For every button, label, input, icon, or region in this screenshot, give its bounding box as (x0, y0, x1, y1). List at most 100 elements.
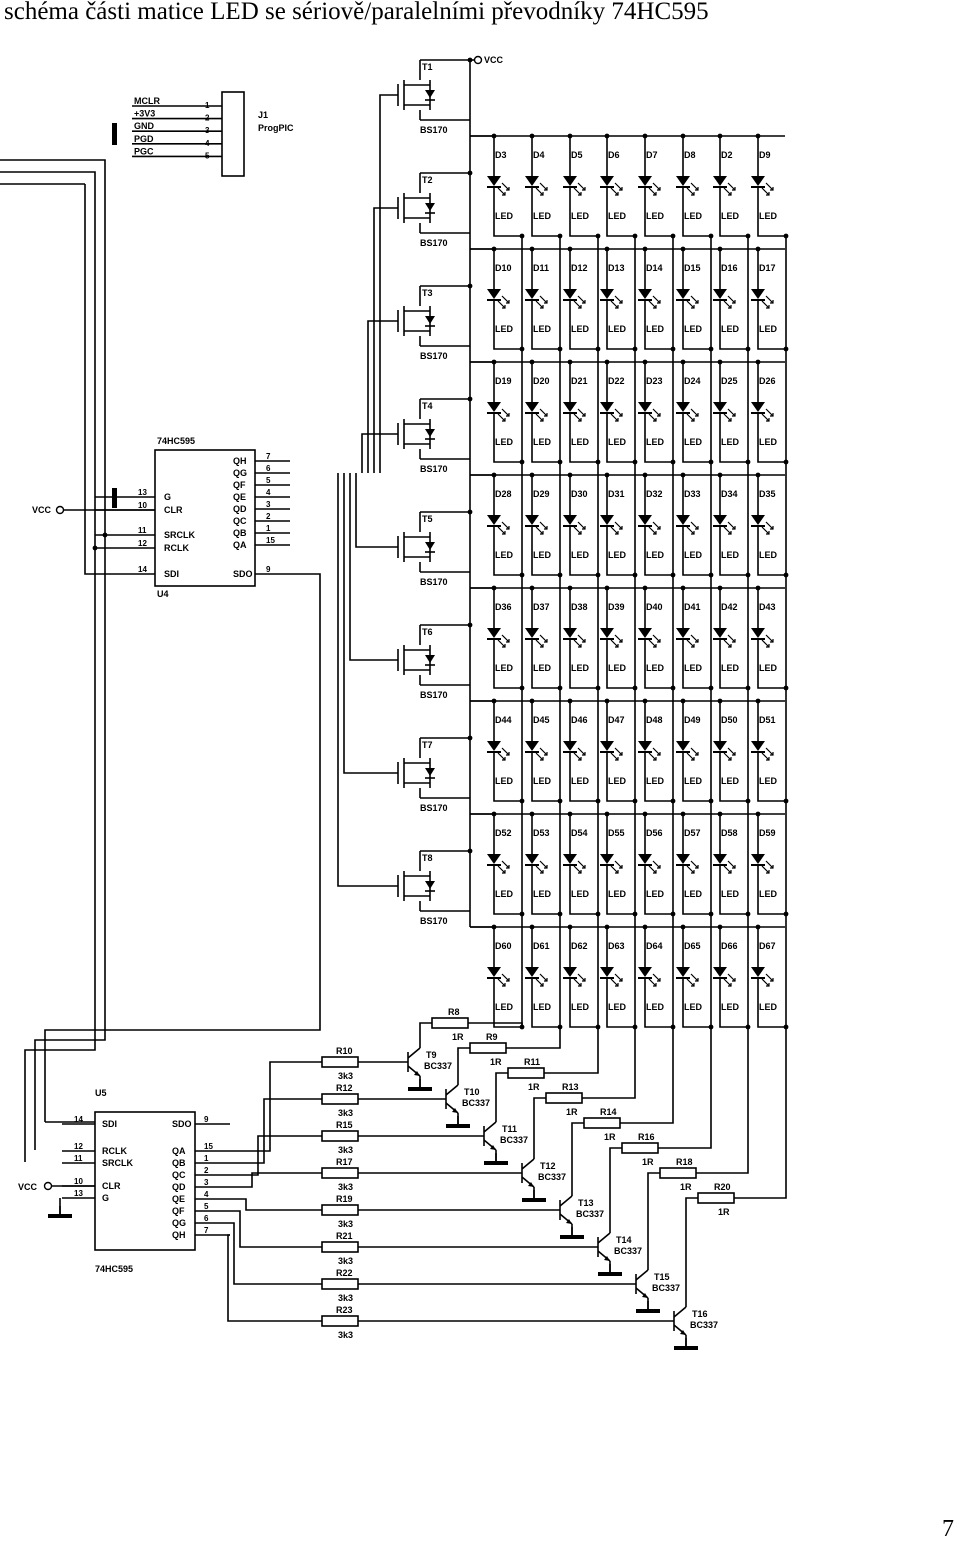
led-diode-icon (713, 967, 727, 977)
led-light-arrows-icon (723, 295, 736, 309)
ic-pin-number: 2 (204, 1166, 209, 1175)
junction-dot (604, 698, 610, 704)
ic-pin-name: QF (172, 1206, 185, 1216)
led-type-label: LED (646, 550, 665, 560)
led-cathode-lead (757, 188, 786, 237)
led-type-label: LED (684, 437, 703, 447)
junction-dot (491, 811, 497, 817)
junction-dot (670, 1024, 676, 1030)
junction-dot (745, 798, 751, 804)
led-ref-label: D57 (684, 828, 701, 838)
mosfet-body-diode-icon (425, 768, 435, 776)
ground-symbol (484, 1161, 508, 1165)
led-cathode-bar (676, 525, 690, 527)
led-type-label: LED (759, 550, 778, 560)
mosfet-body-diode-icon (425, 542, 435, 550)
junction-dot (595, 459, 601, 465)
junction-dot (567, 472, 573, 478)
gnd-bar-icon (112, 123, 117, 145)
led-light-arrows-icon (497, 634, 510, 648)
led-type-label: LED (571, 324, 590, 334)
led-diode-icon (676, 176, 690, 186)
ic-pin-number: 5 (266, 476, 271, 485)
led-cathode-lead (606, 866, 635, 915)
led-cathode-bar (563, 412, 577, 414)
junction-dot (783, 346, 789, 352)
ic-pin-name: QF (233, 480, 246, 490)
led-cathode-bar (525, 299, 539, 301)
ic-pin-number: 1 (204, 1154, 209, 1163)
npn-ref-label: T13 (578, 1198, 594, 1208)
junction-dot (467, 170, 473, 176)
junction-dot (467, 283, 473, 289)
vcc-label: VCC (18, 1182, 38, 1192)
junction-dot (567, 811, 573, 817)
led-cathode-bar (563, 186, 577, 188)
column-resistor-value: 1R (718, 1207, 730, 1217)
led-light-arrows-icon (686, 408, 699, 422)
led-cathode-bar (713, 864, 727, 866)
connector-pin-name: MCLR (134, 96, 160, 106)
mosfet-ref-label: T7 (422, 740, 433, 750)
labels-layer: D3LEDD4LEDD5LEDD6LEDD7LEDD8LEDD2LEDD9LED… (18, 55, 778, 1340)
junction-dot (595, 798, 601, 804)
mosfet-gate-wire (373, 207, 398, 473)
led-cathode-lead (719, 753, 748, 802)
base-resistor-ref: R15 (336, 1120, 353, 1130)
connector-j1-body (221, 91, 245, 177)
led-cathode-lead (719, 414, 748, 463)
junction-dot (642, 133, 648, 139)
junction-dot (745, 459, 751, 465)
led-ref-label: D16 (721, 263, 738, 273)
led-cathode-lead (493, 979, 522, 1028)
led-cathode-bar (525, 751, 539, 753)
led-cathode-bar (751, 864, 765, 866)
led-type-label: LED (646, 437, 665, 447)
ic-pin-number: 11 (138, 526, 147, 535)
led-type-label: LED (533, 550, 552, 560)
junction-dot (604, 585, 610, 591)
junction-dot (783, 1024, 789, 1030)
junction-dot (717, 585, 723, 591)
column-resistor-ref: R14 (600, 1107, 617, 1117)
ic-pin-number: 4 (204, 1190, 209, 1199)
led-ref-label: D10 (495, 263, 512, 273)
led-type-label: LED (495, 211, 514, 221)
led-light-arrows-icon (497, 521, 510, 535)
ic-pin-number: 5 (204, 1202, 209, 1211)
mosfet-ref-label: T3 (422, 288, 433, 298)
led-ref-label: D60 (495, 941, 512, 951)
junction-dot (717, 246, 723, 252)
junction-dot (642, 246, 648, 252)
led-type-label: LED (533, 776, 552, 786)
led-cathode-bar (600, 525, 614, 527)
junction-dot (670, 346, 676, 352)
ground-symbol (446, 1124, 470, 1128)
led-cathode-lead (757, 640, 786, 689)
led-cathode-lead (606, 979, 635, 1028)
junction-dot (567, 133, 573, 139)
junction-dot (783, 798, 789, 804)
led-cathode-bar (600, 299, 614, 301)
junction-dot (467, 396, 473, 402)
led-type-label: LED (533, 1002, 552, 1012)
led-diode-icon (713, 289, 727, 299)
mosfet-ref-label: T4 (422, 401, 433, 411)
led-light-arrows-icon (535, 973, 548, 987)
junction-dot (717, 359, 723, 365)
led-cathode-bar (525, 977, 539, 979)
led-light-arrows-icon (686, 182, 699, 196)
junction-dot (708, 572, 714, 578)
ground-symbol (522, 1198, 546, 1202)
led-cathode-bar (676, 864, 690, 866)
led-light-arrows-icon (761, 408, 774, 422)
column-feed-wire (696, 1027, 749, 1174)
led-diode-icon (563, 402, 577, 412)
led-cathode-lead (493, 866, 522, 915)
led-cathode-lead (531, 527, 560, 576)
led-type-label: LED (495, 550, 514, 560)
junction-dot (745, 346, 751, 352)
led-ref-label: D29 (533, 489, 550, 499)
led-diode-icon (563, 628, 577, 638)
ic-pin-number: 6 (204, 1214, 209, 1223)
